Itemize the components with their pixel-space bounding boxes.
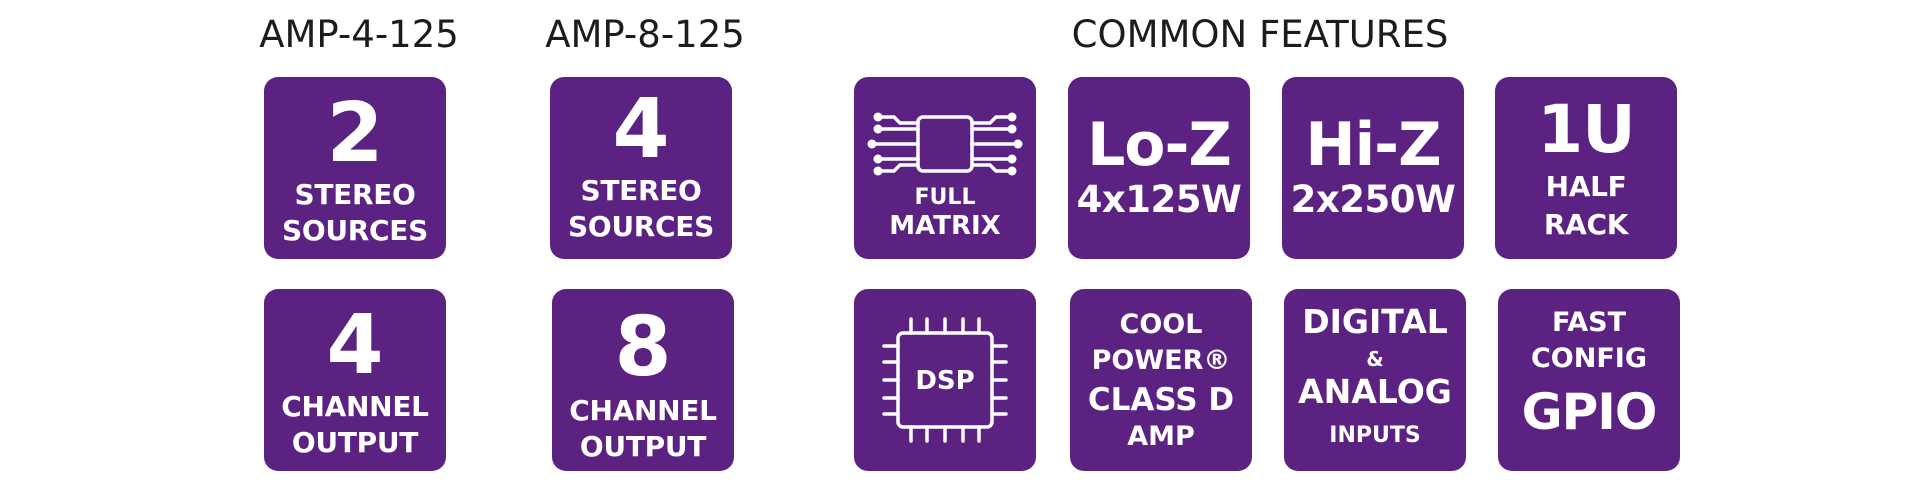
dsp-chip-icon: DSP [882, 317, 1008, 443]
amp4-output-line1: CHANNEL [281, 390, 429, 423]
amp-8-125-heading: AMP-8-125 [545, 13, 745, 56]
gpio-line1: FAST [1551, 307, 1627, 338]
amp4-channel-output-tile: 4 CHANNEL OUTPUT [264, 289, 446, 471]
amp-4-125-heading: AMP-4-125 [259, 13, 459, 56]
dsp-label: DSP [915, 366, 974, 396]
amp4-output-number: 4 [326, 298, 384, 393]
lo-z-sub: 4x125W [1076, 178, 1242, 221]
class-d-line3: CLASS D [1087, 382, 1235, 418]
amp8-sources-line2: SOURCES [567, 210, 714, 243]
gpio-line3: GPIO [1521, 383, 1658, 441]
1u-half-rack-tile: 1U HALF RACK [1495, 77, 1677, 259]
hi-z-main: Hi-Z [1305, 110, 1441, 180]
class-d-line4: AMP [1127, 421, 1195, 452]
common-features-heading: COMMON FEATURES [1071, 13, 1449, 56]
1u-main: 1U [1537, 91, 1636, 168]
amp8-output-number: 8 [614, 300, 672, 395]
amp4-stereo-sources-tile: 2 STEREO SOURCES [264, 77, 446, 259]
amp4-output-line2: OUTPUT [291, 426, 419, 459]
amp8-stereo-sources-tile: 4 STEREO SOURCES [550, 77, 732, 259]
full-matrix-line1: FULL [914, 185, 976, 210]
dsp-tile: DSP [854, 289, 1036, 471]
class-d-amp-tile: COOL POWER® CLASS D AMP [1070, 289, 1252, 471]
inputs-line3: ANALOG [1298, 372, 1452, 411]
amp4-sources-line2: SOURCES [281, 214, 428, 247]
amp8-sources-number: 4 [612, 82, 670, 177]
half-rack-line2: RACK [1543, 208, 1629, 241]
amp4-sources-number: 2 [326, 86, 384, 181]
amp4-sources-line1: STEREO [294, 178, 416, 211]
digital-analog-inputs-tile: DIGITAL & ANALOG INPUTS [1284, 289, 1466, 471]
lo-z-main: Lo-Z [1087, 110, 1232, 180]
class-d-line1: COOL [1119, 309, 1203, 340]
inputs-line4: INPUTS [1329, 423, 1421, 448]
half-rack-line1: HALF [1545, 170, 1627, 203]
amp8-sources-line1: STEREO [580, 174, 702, 207]
full-matrix-tile: FULL MATRIX [854, 77, 1036, 259]
inputs-line1: DIGITAL [1302, 302, 1448, 341]
lo-z-tile: Lo-Z 4x125W [1068, 77, 1250, 259]
gpio-line2: CONFIG [1530, 343, 1647, 374]
hi-z-sub: 2x250W [1290, 178, 1456, 221]
amp8-channel-output-tile: 8 CHANNEL OUTPUT [552, 289, 734, 471]
full-matrix-line2: MATRIX [889, 211, 1001, 241]
class-d-line2: POWER® [1091, 345, 1231, 376]
amp8-output-line1: CHANNEL [569, 394, 717, 427]
inputs-line2: & [1366, 347, 1384, 371]
fast-config-gpio-tile: FAST CONFIG GPIO [1498, 289, 1680, 471]
matrix-chip-icon [867, 112, 1023, 176]
hi-z-tile: Hi-Z 2x250W [1282, 77, 1464, 259]
amp8-output-line2: OUTPUT [579, 430, 707, 463]
